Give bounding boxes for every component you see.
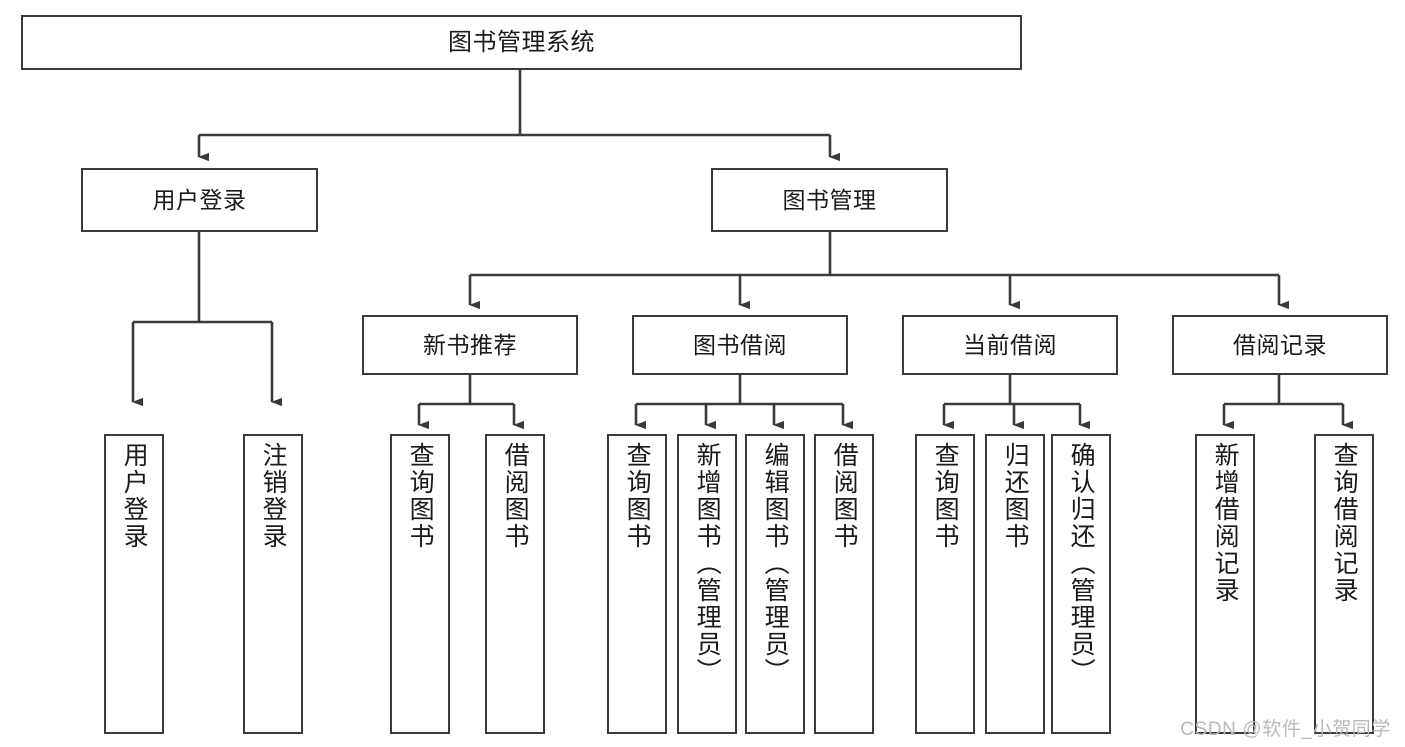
- node-label: 新书推荐: [423, 331, 517, 358]
- node-leaf-add-record[interactable]: 新增借阅记录: [1195, 434, 1255, 734]
- node-label: 借阅记录: [1233, 331, 1327, 358]
- node-label: 注销登录: [259, 442, 288, 550]
- node-label: 查询图书: [406, 442, 435, 550]
- node-label: 图书管理: [782, 186, 877, 213]
- node-label: 查询图书: [931, 442, 960, 550]
- node-user-login[interactable]: 用户登录: [81, 168, 318, 232]
- node-label: 图书借阅: [693, 331, 787, 358]
- node-leaf-query-book-1[interactable]: 查询图书: [390, 434, 450, 734]
- node-label: 借阅图书: [830, 442, 859, 550]
- node-label: 编辑图书（管理员）: [761, 442, 790, 685]
- node-label: 归还图书: [1001, 442, 1030, 550]
- node-book-management[interactable]: 图书管理: [711, 168, 948, 232]
- node-borrow-record[interactable]: 借阅记录: [1172, 315, 1388, 375]
- node-leaf-add-book[interactable]: 新增图书（管理员）: [677, 434, 737, 734]
- node-leaf-borrow-book-2[interactable]: 借阅图书: [814, 434, 874, 734]
- node-root-system[interactable]: 图书管理系统: [21, 15, 1022, 70]
- node-leaf-query-book-2[interactable]: 查询图书: [607, 434, 667, 734]
- node-label: 新增图书（管理员）: [693, 442, 722, 685]
- node-label: 用户登录: [152, 186, 247, 213]
- node-label: 图书管理系统: [448, 28, 595, 56]
- node-label: 借阅图书: [501, 442, 530, 550]
- node-new-book-recommend[interactable]: 新书推荐: [362, 315, 578, 375]
- node-current-borrow[interactable]: 当前借阅: [902, 315, 1118, 375]
- node-label: 当前借阅: [963, 331, 1057, 358]
- node-leaf-query-record[interactable]: 查询借阅记录: [1314, 434, 1374, 734]
- node-label: 新增借阅记录: [1211, 442, 1240, 604]
- node-leaf-borrow-book-1[interactable]: 借阅图书: [485, 434, 545, 734]
- node-leaf-edit-book[interactable]: 编辑图书（管理员）: [745, 434, 805, 734]
- watermark-text: CSDN @软件_小贺同学: [1180, 719, 1391, 740]
- node-label: 用户登录: [120, 442, 149, 550]
- node-label: 查询借阅记录: [1330, 442, 1359, 604]
- node-label: 查询图书: [623, 442, 652, 550]
- node-leaf-query-book-3[interactable]: 查询图书: [915, 434, 975, 734]
- node-leaf-confirm-return[interactable]: 确认归还（管理员）: [1051, 434, 1111, 734]
- node-label: 确认归还（管理员）: [1067, 442, 1096, 685]
- node-leaf-logout[interactable]: 注销登录: [243, 434, 303, 734]
- node-book-borrow[interactable]: 图书借阅: [632, 315, 848, 375]
- node-leaf-user-login[interactable]: 用户登录: [104, 434, 164, 734]
- node-leaf-return-book[interactable]: 归还图书: [985, 434, 1045, 734]
